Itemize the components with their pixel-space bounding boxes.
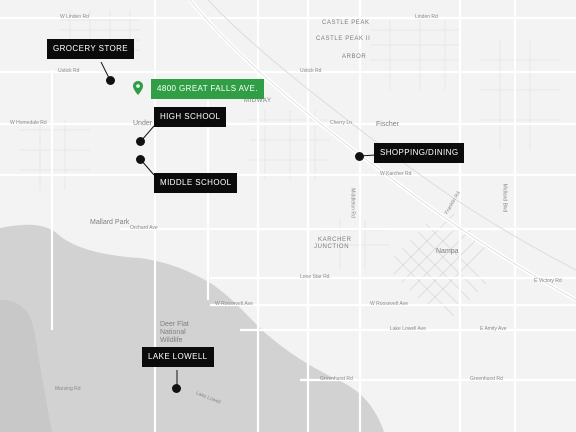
road-label: Linden Rd [415,14,438,20]
road-label: Greenhurst Rd [470,376,503,382]
middle-school-marker[interactable] [136,155,145,164]
downtown-grid [393,213,487,317]
high-school-marker[interactable] [136,137,145,146]
place-label: Under [133,120,153,127]
lake-lowell-callout[interactable]: LAKE LOWELL [142,347,214,367]
road-label: Middleton Rd [349,188,356,218]
road-label: Marsing Rd [55,386,81,392]
road-label: W Roosevelt Ave [215,301,253,307]
road-label: E Amity Ave [480,326,507,332]
place-label: Mallard Park [90,219,130,226]
area-label: MIDWAY [244,98,272,104]
place-label: Deer Flat [160,321,189,328]
road-label: W Homedale Rd [10,120,47,126]
road-label: Midland Blvd [501,183,508,213]
road-label: Cherry Ln [330,120,352,126]
road-label: Greenhurst Rd [320,376,353,382]
road-label: Orchard Ave [130,225,158,231]
road-label: Ustick Rd [58,68,80,74]
place-label: Fischer [376,121,399,128]
area-label: ARBOR [342,54,367,60]
road-label: E Victory Rd [534,278,562,284]
road-label: W Karcher Rd [380,171,412,177]
place-label: Nampa [436,248,459,255]
area-label: KARCHER [318,237,352,243]
area-label: CASTLE PEAK [322,20,370,26]
lake-shoreline [0,300,52,432]
place-label: Wildlife [160,337,183,344]
grocery-store-marker[interactable] [106,76,115,85]
shopping-dining-callout[interactable]: SHOPPING/DINING [374,143,465,163]
area-label: JUNCTION [314,244,350,250]
lake-lowell-marker[interactable] [172,384,181,393]
high-school-callout[interactable]: HIGH SCHOOL [154,107,227,127]
place-label: National [160,329,186,336]
road-label: Ustick Rd [300,68,322,74]
road-label: Lake Lowell Ave [390,326,427,332]
road-label: Lone Star Rd [300,274,330,280]
road-label: W Roosevelt Ave [370,301,408,307]
map-pin-icon[interactable] [133,81,143,95]
shopping-dining-marker[interactable] [355,152,364,161]
area-label: CASTLE PEAK II [316,36,371,42]
lake-lowell-water [0,224,384,432]
road-label: W Linden Rd [60,14,89,20]
address-label[interactable]: 4800 GREAT FALLS AVE. [151,79,264,99]
grocery-store-callout[interactable]: GROCERY STORE [47,39,134,59]
middle-school-callout[interactable]: MIDDLE SCHOOL [154,173,238,193]
